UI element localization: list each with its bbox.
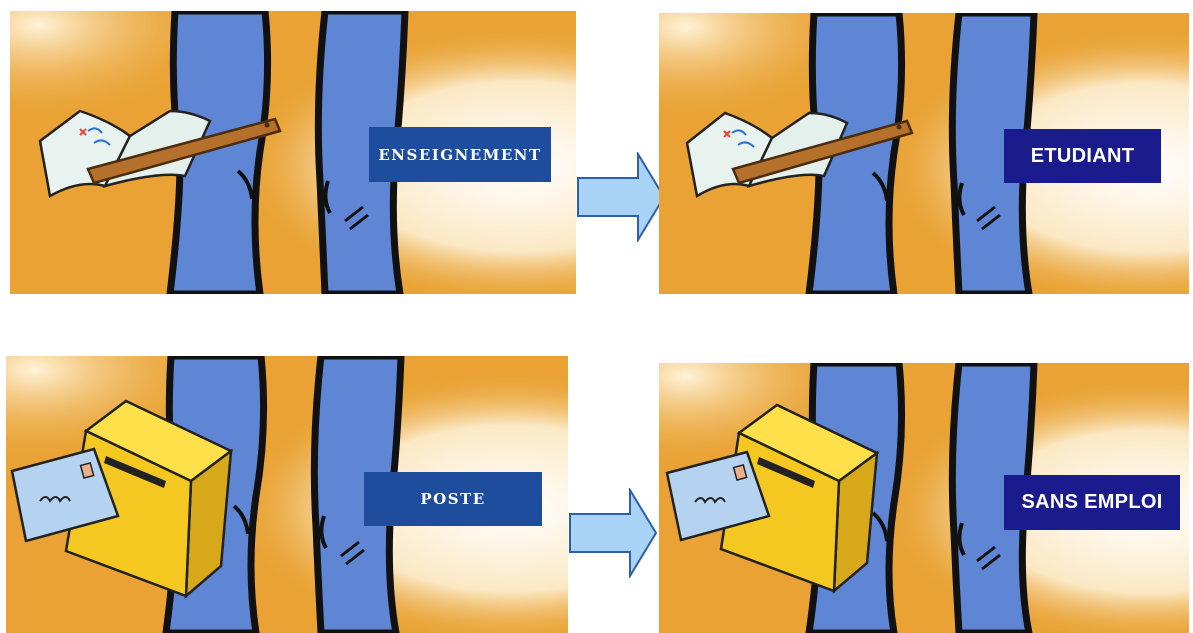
panel-enseignement: ENSEIGNEMENT xyxy=(10,11,576,294)
label-poste: POSTE xyxy=(364,472,542,526)
panel-poste: POSTE xyxy=(6,356,568,633)
right-arrow-icon xyxy=(568,488,658,578)
panel-etudiant: ETUDIANT xyxy=(659,13,1189,294)
panel-sans-emploi: SANS EMPLOI xyxy=(659,363,1189,633)
label-enseignement: ENSEIGNEMENT xyxy=(369,127,551,182)
label-etudiant: ETUDIANT xyxy=(1004,129,1161,183)
label-sans-emploi: SANS EMPLOI xyxy=(1004,475,1180,530)
right-arrow-icon xyxy=(576,152,666,242)
